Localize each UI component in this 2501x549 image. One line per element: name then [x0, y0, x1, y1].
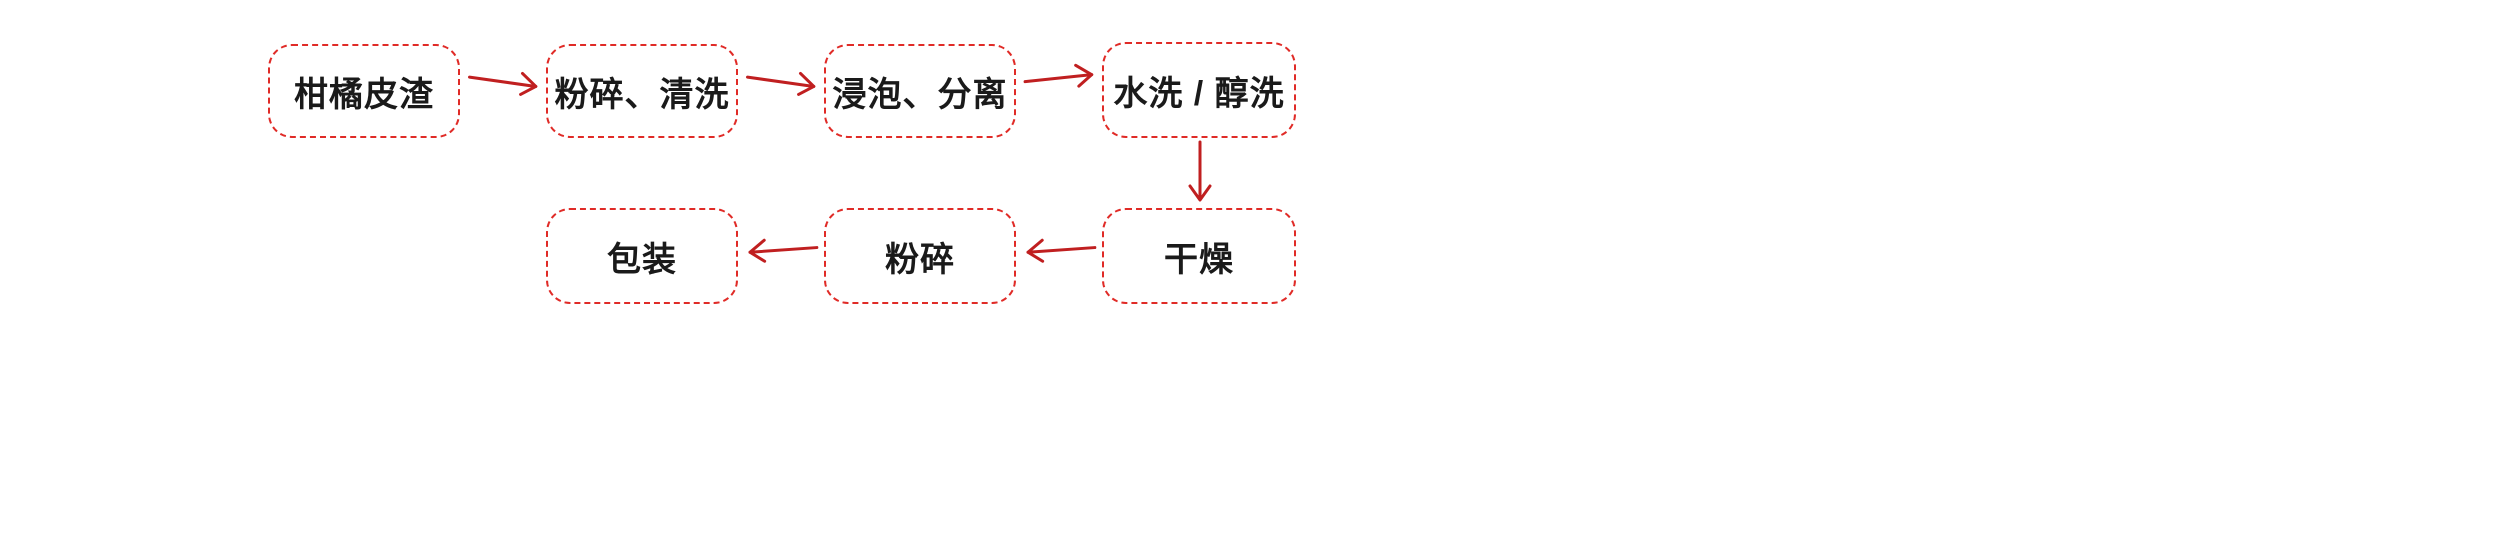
- arrow-left-icon: [1026, 238, 1097, 263]
- flow-node-soak-separate: 浸泡、分离: [824, 44, 1016, 138]
- flow-node-citrus-peel-residue: 柑橘皮渣: [268, 44, 460, 138]
- flow-node-label: 干燥: [1164, 240, 1234, 279]
- arrow-right-icon: [467, 71, 538, 96]
- flow-node-label: 水洗 / 醇洗: [1113, 74, 1285, 113]
- flow-node-drying: 干燥: [1102, 208, 1296, 304]
- arrow-right-3: [1020, 58, 1099, 100]
- arrow-right-icon: [1023, 63, 1094, 88]
- flow-node-label: 浸泡、分离: [832, 75, 1008, 114]
- flow-node-label: 粉碎、清洗: [554, 75, 730, 114]
- arrow-right-1: [464, 61, 544, 105]
- arrow-down-1: [1184, 140, 1216, 206]
- flow-node-packaging: 包装: [546, 208, 738, 304]
- flow-node-crushing: 粉碎: [824, 208, 1016, 304]
- arrow-left-icon: [748, 238, 819, 263]
- flow-node-water-alcohol-wash: 水洗 / 醇洗: [1102, 42, 1296, 138]
- flow-node-label: 柑橘皮渣: [294, 75, 434, 114]
- arrow-left-1: [1021, 231, 1099, 270]
- arrow-right-2: [742, 61, 822, 105]
- flow-node-label: 包装: [607, 240, 677, 279]
- flow-node-label: 粉碎: [885, 240, 955, 279]
- arrow-left-2: [743, 231, 821, 270]
- arrow-down-icon: [1188, 140, 1212, 202]
- arrow-right-icon: [745, 71, 816, 96]
- flow-node-crush-wash: 粉碎、清洗: [546, 44, 738, 138]
